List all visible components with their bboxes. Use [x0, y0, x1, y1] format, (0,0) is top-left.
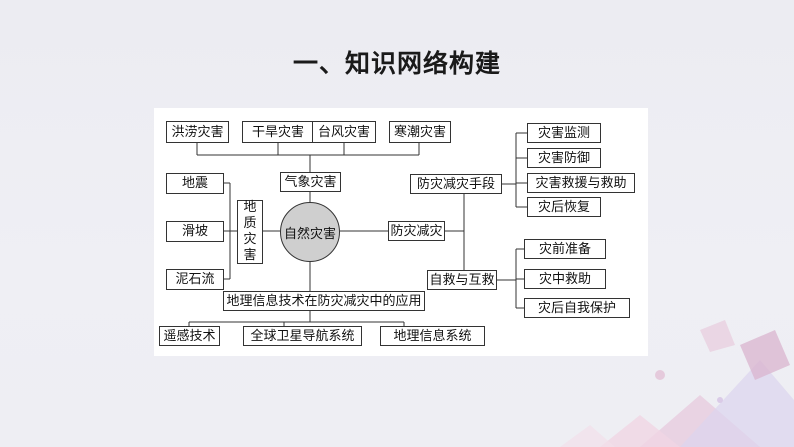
weather-item-cold-wave: 寒潮灾害: [389, 121, 451, 143]
self-rescue-item-before: 灾前准备: [524, 239, 606, 259]
self-rescue-node: 自救与互救: [427, 270, 497, 290]
connector-lines: [188, 132, 527, 326]
weather-item-drought: 干旱灾害: [242, 121, 314, 143]
means-item-defense: 灾害防御: [527, 148, 601, 168]
geo-label-char: 地: [243, 200, 257, 215]
tech-item-remote-sensing: 遥感技术: [159, 326, 220, 346]
means-item-rescue-relief: 灾害救援与救助: [527, 173, 635, 193]
geo-item-debris-flow: 泥石流: [166, 269, 224, 290]
means-item-recovery: 灾后恢复: [527, 197, 601, 217]
geo-label-char: 灾: [243, 232, 257, 247]
means-node: 防灾减灾手段: [410, 174, 502, 194]
geo-hazard-node: 地 质 灾 害: [237, 200, 263, 264]
weather-item-flood: 洪涝灾害: [166, 121, 229, 143]
tech-item-gis: 地理信息系统: [380, 326, 485, 346]
self-rescue-item-after: 灾后自我保护: [524, 298, 630, 318]
tech-item-gnss: 全球卫星导航系统: [243, 326, 362, 346]
geo-label-char: 害: [243, 248, 257, 263]
page-title: 一、知识网络构建: [292, 49, 501, 78]
weather-hazard-node: 气象灾害: [280, 172, 341, 192]
tech-node: 地理信息技术在防灾减灾中的应用: [223, 291, 425, 311]
prevention-node: 防灾减灾: [388, 221, 445, 241]
center-node: 自然灾害: [280, 202, 340, 262]
geo-item-landslide: 滑坡: [166, 221, 224, 242]
geo-item-earthquake: 地震: [166, 173, 224, 194]
knowledge-network-diagram: 洪涝灾害 干旱灾害 台风灾害 寒潮灾害 气象灾害 地震 滑坡 泥石流 地 质 灾…: [154, 108, 648, 356]
means-item-monitoring: 灾害监测: [527, 123, 601, 143]
geo-label-char: 质: [243, 216, 257, 231]
weather-item-typhoon: 台风灾害: [312, 121, 376, 143]
self-rescue-item-during: 灾中救助: [524, 269, 606, 289]
